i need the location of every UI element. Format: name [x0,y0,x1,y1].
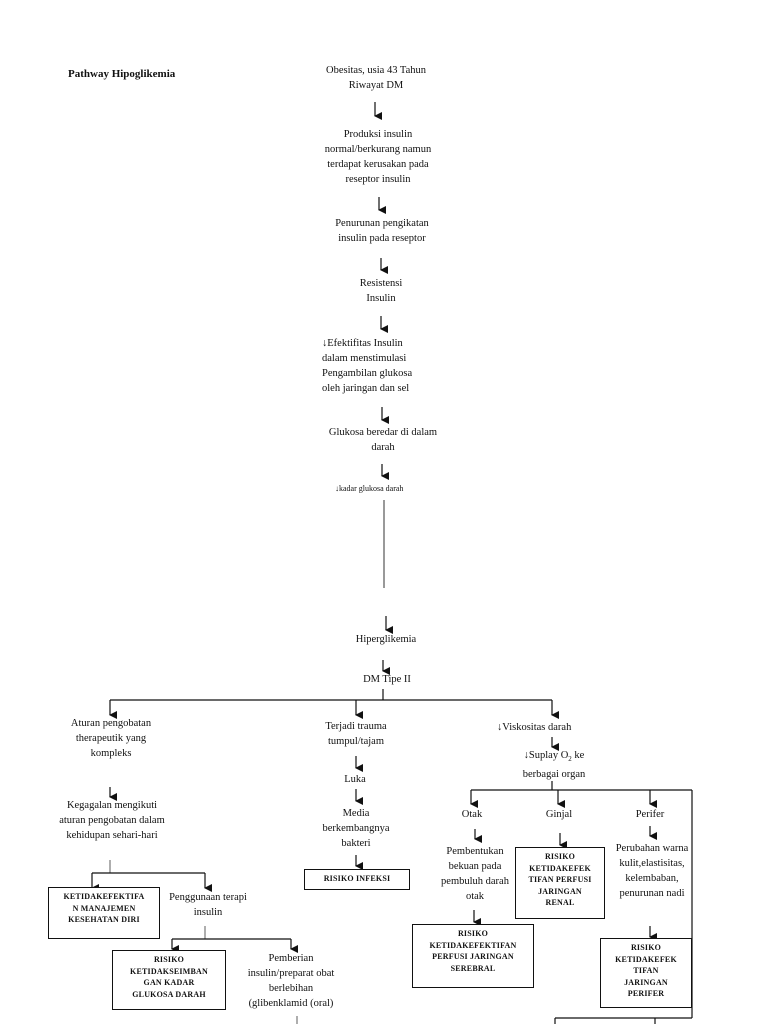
suplay-o2-line2: berbagai organ [522,769,586,781]
node-resistensi-insulin: Resistensi Insulin [359,278,403,304]
box-jaringan-perifer: RISIKO KETIDAKEFEK TIFAN JARINGAN PERIFE… [600,938,692,1008]
box-risiko-infeksi: RISIKO INFEKSI [304,869,410,890]
node-penurunan-pengikatan: Penurunan pengikatan insulin pada resept… [335,218,429,244]
node-kadar-glukosa: ↓kadar glukosa darah [335,484,404,493]
box-ketidakefektifan-manajemen: KETIDAKEFEKTIFA N MANAJEMEN KESEHATAN DI… [48,887,160,939]
suplay-o2-suffix: ke [571,750,585,761]
node-aturan-pengobatan: Aturan pengobatan therapeutik yang kompl… [70,718,152,759]
node-ginjal: Ginjal [545,809,573,820]
node-perifer: Perifer [635,809,665,820]
suplay-o2-text: ↓Suplay O [523,750,569,761]
node-pembentukan-bekuan: Pembentukan bekuan pada pembuluh darah o… [441,846,509,902]
box-perfusi-renal: RISIKO KETIDAKEFEK TIFAN PERFUSI JARINGA… [515,847,605,919]
node-pemberian-insulin: Pemberian insulin/preparat obat berlebih… [247,953,335,1009]
node-kegagalan-mengikuti: Kegagalan mengikuti aturan pengobatan da… [59,800,165,841]
node-produksi-insulin: Produksi insulin normal/berkurang namun … [324,129,432,185]
diagram-title: Pathway Hipoglikemia [68,68,176,80]
node-dm-tipe-2: DM Tipe II [363,674,411,685]
node-trauma: Terjadi trauma tumpul/tajam [325,721,387,747]
node-viskositas: ↓Viskositas darah [497,722,572,733]
box-risiko-glukosa-darah: RISIKO KETIDAKSEIMBAN GAN KADAR GLUKOSA … [112,950,226,1010]
node-penggunaan-terapi: Penggunaan terapi insulin [169,892,247,918]
node-efektifitas-insulin: ↓Efektifitas Insulin dalam menstimulasi … [322,338,413,394]
node-luka: Luka [344,774,366,785]
node-obesitas: Obesitas, usia 43 Tahun Riwayat DM [326,65,426,91]
node-glukosa-beredar: Glukosa beredar di dalam darah [328,427,438,453]
box-perfusi-serebral: RISIKO KETIDAKEFEKTIFAN PERFUSI JARINGAN… [412,924,534,988]
node-perubahan-warna: Perubahan warna kulit,elastisitas, kelem… [615,843,689,899]
node-hiperglikemia: Hiperglikemia [355,634,417,645]
node-media-bakteri: Media berkembangnya bakteri [322,808,390,849]
node-otak: Otak [461,809,483,820]
suplay-o2-subscript: 2 [568,755,572,764]
node-suplay-o2: ↓Suplay O2 ke berbagai organ [502,748,606,782]
